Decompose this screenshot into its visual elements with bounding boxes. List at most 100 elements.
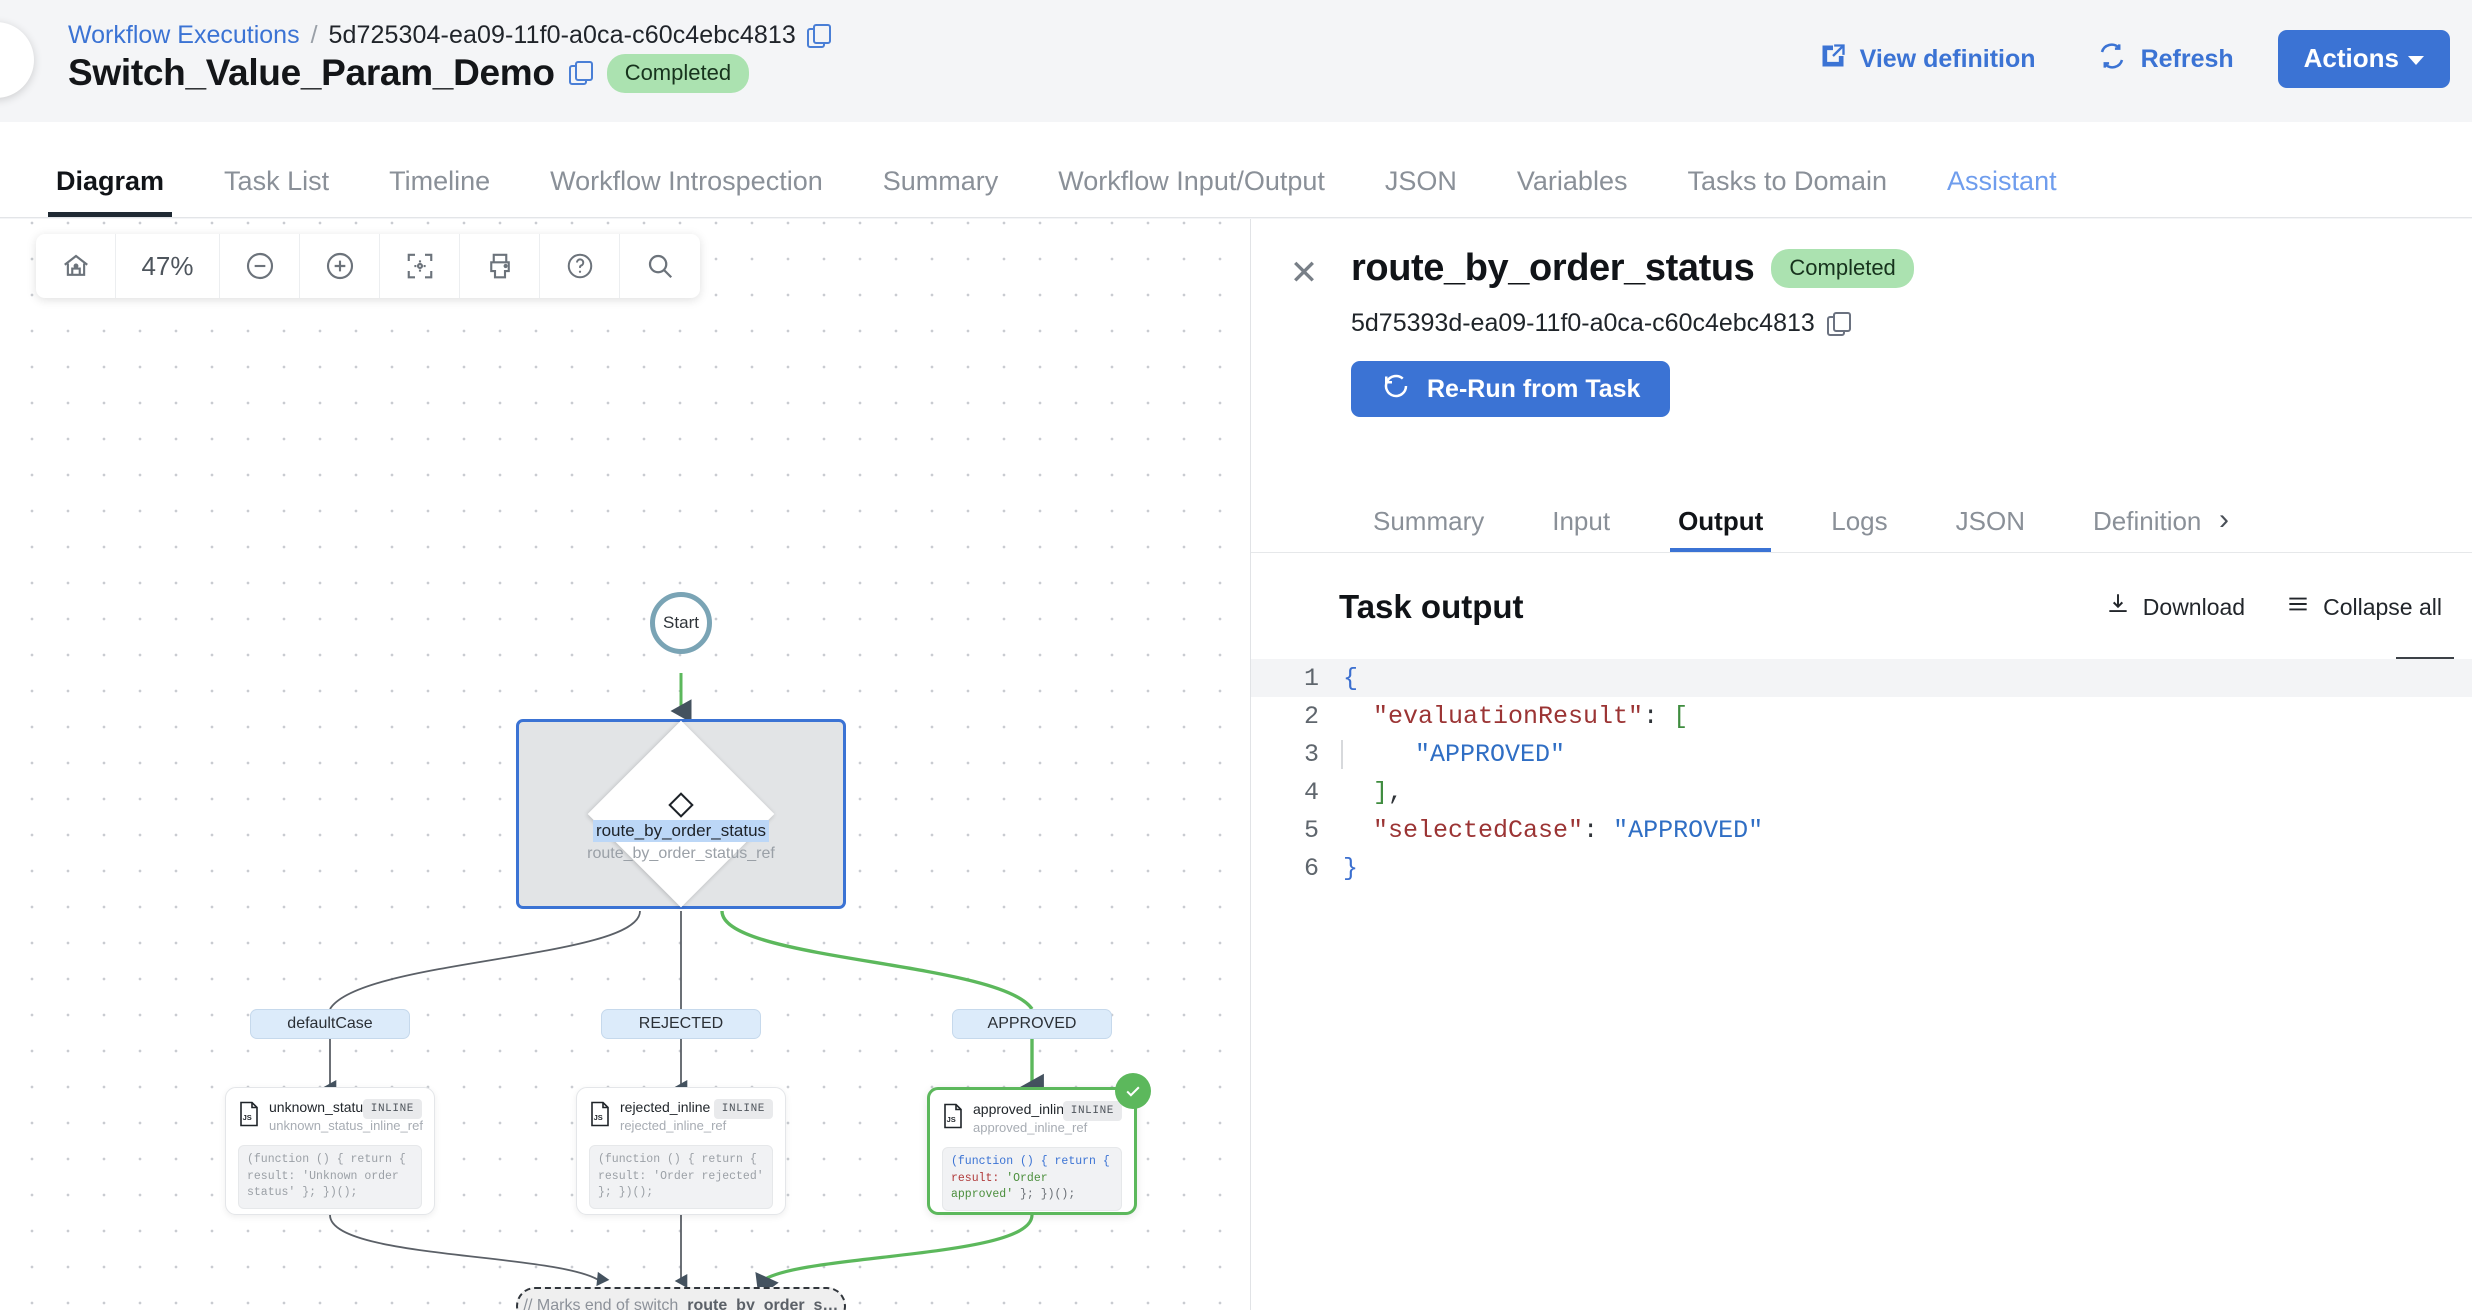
panel-task-id-row: 5d75393d-ea09-11f0-a0ca-c60c4ebc4813 <box>1351 309 1851 338</box>
collapse-all-button[interactable]: Collapse all <box>2285 591 2442 623</box>
minus-circle-icon[interactable] <box>220 234 300 298</box>
task-node-header: JS rejected_inline rejected_inline_ref I… <box>589 1099 773 1135</box>
task-node-names: rejected_inline rejected_inline_ref <box>620 1099 726 1135</box>
code-token-rest: }; })(); <box>1013 1188 1076 1202</box>
actions-button[interactable]: Actions <box>2277 30 2450 88</box>
panel-status-badge: Completed <box>1771 249 1914 288</box>
code-token: [ <box>1673 701 1689 731</box>
code-token <box>1343 816 1373 845</box>
chevron-down-icon <box>2408 56 2424 65</box>
search-icon[interactable] <box>620 234 700 298</box>
question-circle-icon[interactable] <box>540 234 620 298</box>
svg-text:JS: JS <box>243 1113 252 1122</box>
code-token <box>1343 702 1373 731</box>
line-content: "selectedCase": "APPROVED" <box>1343 816 2472 845</box>
code-line: 1 { <box>1251 659 2472 697</box>
start-node[interactable]: Start <box>650 592 712 654</box>
task-node-ref: unknown_status_inline_ref <box>269 1118 423 1133</box>
task-output-title: Task output <box>1339 588 1524 625</box>
chevron-right-icon[interactable]: › <box>2219 503 2229 536</box>
code-token-keyword: (function () { return { <box>951 1155 1110 1168</box>
download-button[interactable]: Download <box>2105 591 2245 623</box>
copy-icon[interactable] <box>1826 311 1851 336</box>
task-type-badge: INLINE <box>713 1099 773 1119</box>
panel-task-name: route_by_order_status <box>1351 247 1755 289</box>
tab-diagram[interactable]: Diagram <box>26 166 194 217</box>
panel-sub-tabs: Summary Input Output Logs JSON Definitio… <box>1339 481 2472 553</box>
collapse-all-label: Collapse all <box>2323 593 2442 620</box>
tab-json[interactable]: JSON <box>1384 166 1457 196</box>
code-token-string: 'Order approved' <box>951 1171 1048 1202</box>
breadcrumb-root-link[interactable]: Workflow Executions <box>68 21 300 49</box>
status-badge: Completed <box>606 53 750 93</box>
code-token: , <box>1388 777 1404 807</box>
task-node-name: rejected_inline <box>620 1099 711 1115</box>
header-actions: View definition Refresh Actions <box>1789 30 2450 88</box>
task-node-ref: rejected_inline_ref <box>620 1118 727 1133</box>
sidebar-toggle-nub[interactable] <box>0 22 34 98</box>
subtab-summary[interactable]: Summary <box>1373 506 1485 536</box>
graph-edges <box>323 673 1044 1298</box>
code-line: 3 "APPROVED" <box>1251 735 2472 773</box>
case-chip-rejected[interactable]: REJECTED <box>601 1009 761 1039</box>
task-node-rejected-inline[interactable]: JS rejected_inline rejected_inline_ref I… <box>576 1087 786 1215</box>
tab-variables[interactable]: Variables <box>1516 166 1628 196</box>
printer-icon[interactable] <box>460 234 540 298</box>
rerun-from-task-button[interactable]: Re-Run from Task <box>1351 361 1671 417</box>
task-output-code-viewer[interactable]: 1 { 2 "evaluationResult": [ 3 "APPROVED"… <box>1251 647 2472 1310</box>
refresh-icon <box>2096 40 2128 79</box>
workflow-graph: Start route_by_order_status route_by_ord… <box>0 219 1250 1310</box>
diagram-canvas[interactable]: 47% <box>0 219 1250 1310</box>
code-token: "APPROVED" <box>1613 815 1764 845</box>
check-circle-icon <box>1115 1073 1151 1109</box>
code-token <box>1355 740 1415 769</box>
diagram-toolbar: 47% <box>36 234 700 298</box>
tab-tasks-to-domain[interactable]: Tasks to Domain <box>1687 166 1888 196</box>
tab-assistant[interactable]: Assistant <box>1947 166 2057 196</box>
tab-task-list[interactable]: Task List <box>224 166 330 196</box>
subtab-input[interactable]: Input <box>1552 506 1611 536</box>
task-node-names: approved_inline approved_inline_ref <box>973 1101 1087 1137</box>
tab-workflow-introspection[interactable]: Workflow Introspection <box>550 166 823 196</box>
subtab-json[interactable]: JSON <box>1955 506 2025 536</box>
download-icon <box>2105 591 2131 623</box>
zoom-level[interactable]: 47% <box>116 234 220 298</box>
task-type-badge: INLINE <box>362 1099 422 1119</box>
code-token: { <box>1343 663 1359 693</box>
actions-label: Actions <box>2303 43 2399 73</box>
code-token: "APPROVED" <box>1415 739 1566 769</box>
subtab-logs[interactable]: Logs <box>1831 506 1888 536</box>
view-definition-button[interactable]: View definition <box>1789 42 2066 77</box>
switch-node[interactable]: route_by_order_status route_by_order_sta… <box>516 719 846 909</box>
task-node-approved-inline[interactable]: JS approved_inline approved_inline_ref I… <box>927 1073 1151 1215</box>
task-type-badge: INLINE <box>1062 1101 1122 1121</box>
refresh-button[interactable]: Refresh <box>2066 40 2264 79</box>
subtab-output[interactable]: Output <box>1644 506 1797 553</box>
task-node-names: unknown_status_inline unknown_status_inl… <box>269 1099 423 1135</box>
tab-summary[interactable]: Summary <box>882 166 999 196</box>
breadcrumb-separator: / <box>310 21 318 49</box>
task-detail-panel: ✕ route_by_order_status Completed 5d7539… <box>1250 219 2472 1310</box>
line-number: 4 <box>1303 777 1319 807</box>
task-node-unknown-status-inline[interactable]: JS unknown_status_inline unknown_status_… <box>225 1087 435 1215</box>
tab-timeline[interactable]: Timeline <box>389 166 491 196</box>
task-node-header: JS unknown_status_inline unknown_status_… <box>238 1099 423 1135</box>
copy-icon[interactable] <box>806 23 831 48</box>
plus-circle-icon[interactable] <box>300 234 380 298</box>
copy-icon[interactable] <box>568 61 593 85</box>
line-content: } <box>1343 854 2472 883</box>
home-icon[interactable] <box>36 234 116 298</box>
svg-text:JS: JS <box>594 1113 603 1122</box>
close-icon[interactable]: ✕ <box>1289 254 1319 292</box>
case-chip-defaultcase[interactable]: defaultCase <box>250 1009 410 1039</box>
code-token <box>1343 778 1373 807</box>
code-token: "evaluationResult" <box>1373 701 1644 731</box>
code-token: } <box>1343 853 1359 883</box>
code-lines: 1 { 2 "evaluationResult": [ 3 "APPROVED"… <box>1251 659 2472 887</box>
tab-workflow-input-output[interactable]: Workflow Input/Output <box>1058 166 1325 196</box>
panel-title-row: route_by_order_status Completed <box>1351 247 1914 290</box>
fit-to-screen-icon[interactable] <box>380 234 460 298</box>
subtab-definition[interactable]: Definition <box>2093 506 2202 536</box>
case-chip-approved[interactable]: APPROVED <box>952 1009 1112 1039</box>
